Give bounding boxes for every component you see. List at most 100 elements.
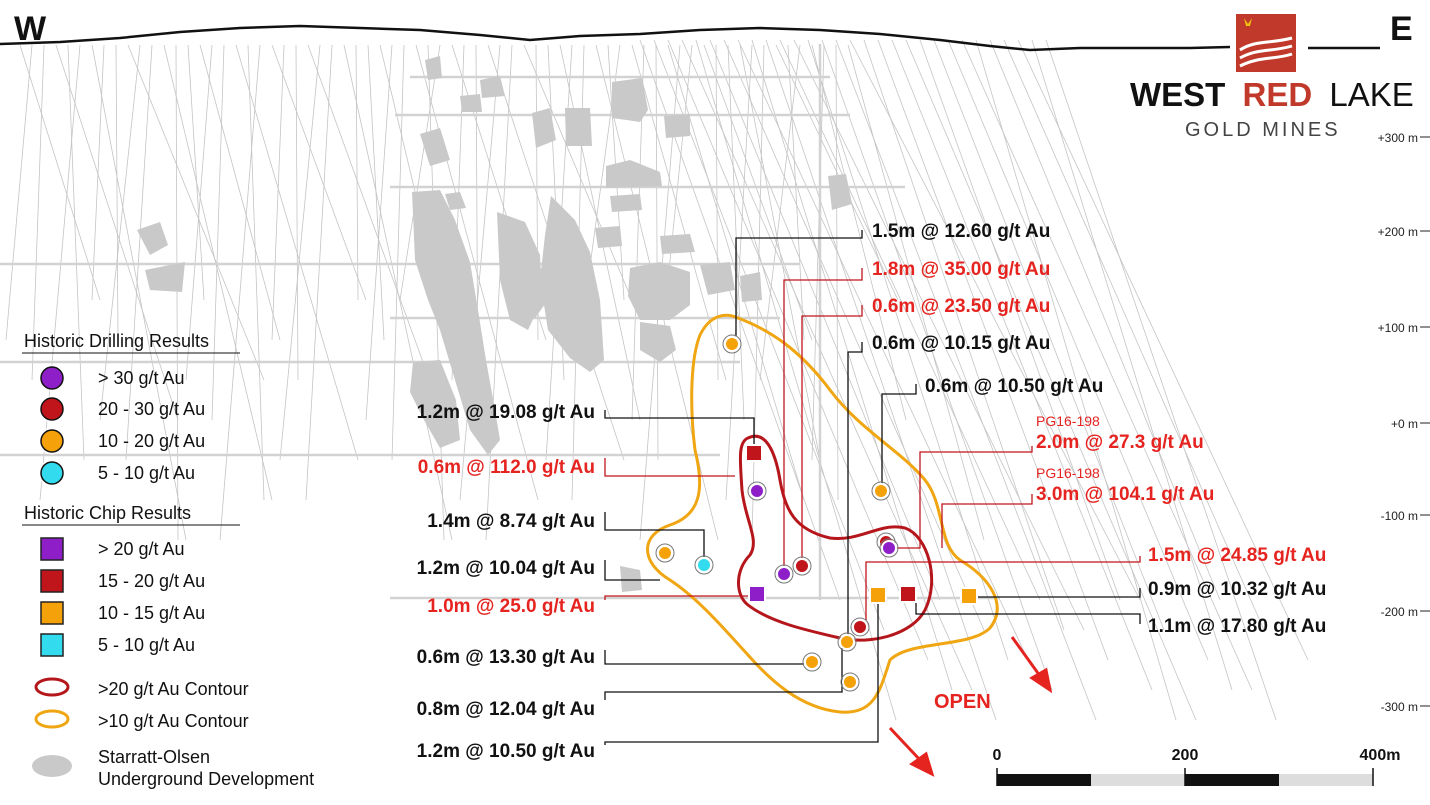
legend-chip-label: 15 - 20 g/t Au: [98, 571, 205, 591]
drill-sample-ring: [840, 672, 860, 692]
intercept-label-left: 1.2m @ 10.50 g/t Au: [417, 741, 595, 762]
contour-10-swatch: [34, 709, 70, 729]
chip-swatch: [40, 601, 64, 625]
drilling-swatch-ring: [38, 459, 66, 487]
legend-drilling-label: > 30 g/t Au: [98, 368, 185, 388]
leader-line: [915, 602, 1141, 624]
drilling-swatch: [40, 366, 64, 390]
drill-sample-ring: [747, 481, 767, 501]
intercept-label-right: 0.6m @ 10.50 g/t Au: [925, 376, 1103, 397]
leader-line: [604, 458, 735, 477]
leader-line: [604, 595, 749, 600]
underground-development: [137, 56, 852, 592]
scale-label-400: 400m: [1360, 747, 1401, 764]
drilling-swatch-ring: [38, 395, 66, 423]
legend-drilling-label: 10 - 20 g/t Au: [98, 431, 205, 451]
scale-label-0: 0: [993, 747, 1002, 764]
drill-sample-marker: [724, 336, 740, 352]
drill-sample-marker: [749, 483, 765, 499]
drill-sample-marker: [696, 557, 712, 573]
drill-sample-ring: [722, 334, 742, 354]
chip-sample-marker: [960, 587, 978, 605]
logo-waves: [1239, 36, 1293, 68]
legend-development-2: Underground Development: [98, 769, 314, 789]
chip-swatch: [40, 569, 64, 593]
legend-chip-label: > 20 g/t Au: [98, 539, 185, 559]
drill-sample-ring: [694, 555, 714, 575]
intercept-label-left: 1.2m @ 19.08 g/t Au: [417, 402, 595, 423]
intercept-labels-right: 1.5m @ 12.60 g/t Au 1.8m @ 35.00 g/t Au 0.…: [872, 221, 1326, 637]
elevation-label: -100 m: [1381, 509, 1418, 523]
drill-sample-marker: [776, 566, 792, 582]
leader-line: [604, 512, 705, 558]
intercept-label-right: 0.6m @ 23.50 g/t Au: [872, 296, 1050, 317]
drilling-swatch: [40, 397, 64, 421]
legend-development-1: Starratt-Olsen: [98, 747, 210, 767]
intercept-label-right: 1.1m @ 17.80 g/t Au: [1148, 616, 1326, 637]
leader-lines: [604, 230, 1141, 745]
chip-sample-marker: [869, 586, 887, 604]
logo-subtitle: GOLD MINES: [1185, 119, 1341, 141]
drill-sample-ring: [802, 652, 822, 672]
svg-text:WEST RED LAKE: WEST RED LAKE: [1130, 76, 1414, 113]
leader-line: [941, 494, 1033, 548]
drilling-swatch-ring: [38, 364, 66, 392]
logo-word-lake: LAKE: [1329, 76, 1413, 113]
drill-sample-marker: [657, 545, 673, 561]
chip-sample-marker: [899, 585, 917, 603]
leader-line: [604, 560, 660, 581]
elevation-label: -200 m: [1381, 605, 1418, 619]
open-arrow-down: [888, 726, 922, 762]
pg-intercept-label: 3.0m @ 104.1 g/t Au: [1036, 484, 1214, 505]
contour-10gt: [646, 313, 999, 714]
drill-sample-marker: [881, 540, 897, 556]
intercept-label-left: 0.6m @ 13.30 g/t Au: [417, 647, 595, 668]
elevation-label: +300 m: [1378, 131, 1418, 145]
drill-sample-ring: [850, 617, 870, 637]
intercept-label-right: 1.8m @ 35.00 g/t Au: [872, 259, 1050, 280]
drill-sample-marker: [839, 634, 855, 650]
drill-sample-ring: [774, 564, 794, 584]
company-logo: WEST RED LAKE GOLD MINES: [1130, 14, 1414, 141]
drill-sample-marker: [804, 654, 820, 670]
elevation-label: +100 m: [1378, 321, 1418, 335]
intercept-label-right: 1.5m @ 12.60 g/t Au: [872, 221, 1050, 242]
intercept-label-right: 0.9m @ 10.32 g/t Au: [1148, 579, 1326, 600]
legend-contour-10: >10 g/t Au Contour: [98, 711, 249, 731]
logo-leaf-icon: [1244, 18, 1252, 26]
intercept-label-right: 1.5m @ 24.85 g/t Au: [1148, 545, 1326, 566]
elevation-label: -300 m: [1381, 700, 1418, 714]
drilling-swatch: [40, 429, 64, 453]
leader-line: [783, 268, 863, 566]
legend-chip-label: 10 - 15 g/t Au: [98, 603, 205, 623]
pg-intercept-label: 2.0m @ 27.3 g/t Au: [1036, 432, 1204, 453]
intercept-labels-left: 1.2m @ 19.08 g/t Au0.6m @ 112.0 g/t Au1.…: [417, 402, 595, 762]
east-label: E: [1390, 10, 1413, 48]
leader-line: [881, 384, 917, 484]
legend-chip-label: 5 - 10 g/t Au: [98, 635, 195, 655]
elevation-label: +0 m: [1391, 417, 1418, 431]
legend-drilling-label: 5 - 10 g/t Au: [98, 463, 195, 483]
legend-drilling-title: Historic Drilling Results: [24, 331, 209, 351]
elevation-label: +200 m: [1378, 225, 1418, 239]
leader-line: [604, 650, 804, 665]
scale-bar: 0 200 400m: [993, 747, 1401, 786]
pg-hole-id: PG16-198: [1036, 465, 1100, 481]
contour-20-swatch: [34, 677, 70, 697]
leader-line: [896, 446, 1033, 549]
drill-sample-ring: [879, 538, 899, 558]
leader-line: [977, 588, 1141, 598]
drill-sample-ring: [792, 556, 812, 576]
leader-line: [604, 410, 755, 445]
intercept-label-left: 1.2m @ 10.04 g/t Au: [417, 558, 595, 579]
chip-swatch: [40, 633, 64, 657]
arrow-head-icon: [1029, 667, 1053, 694]
legend-drilling-label: 20 - 30 g/t Au: [98, 399, 205, 419]
logo-word-west: WEST: [1130, 76, 1225, 113]
legend-chip-items: > 20 g/t Au 15 - 20 g/t Au 10 - 15 g/t Au 5…: [40, 537, 205, 657]
leader-line: [847, 342, 863, 636]
logo-word-red: RED: [1243, 76, 1313, 113]
